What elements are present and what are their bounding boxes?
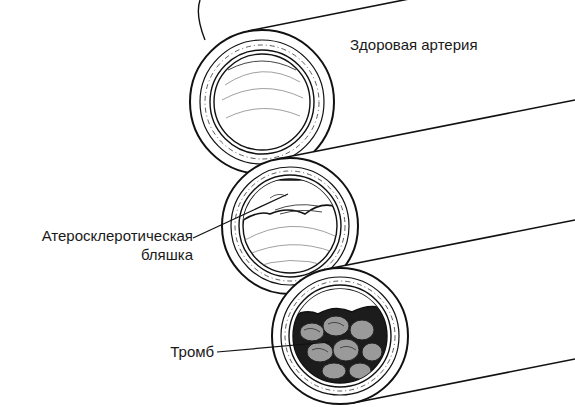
callout-label: Тромб — [100, 342, 214, 361]
callout-label: Здоровая артерия — [350, 35, 550, 54]
leader-line — [217, 342, 330, 352]
callout-label: Атеросклеротическая бляшка — [10, 226, 193, 264]
leader-line — [193, 194, 288, 238]
artery-tube — [272, 191, 575, 404]
